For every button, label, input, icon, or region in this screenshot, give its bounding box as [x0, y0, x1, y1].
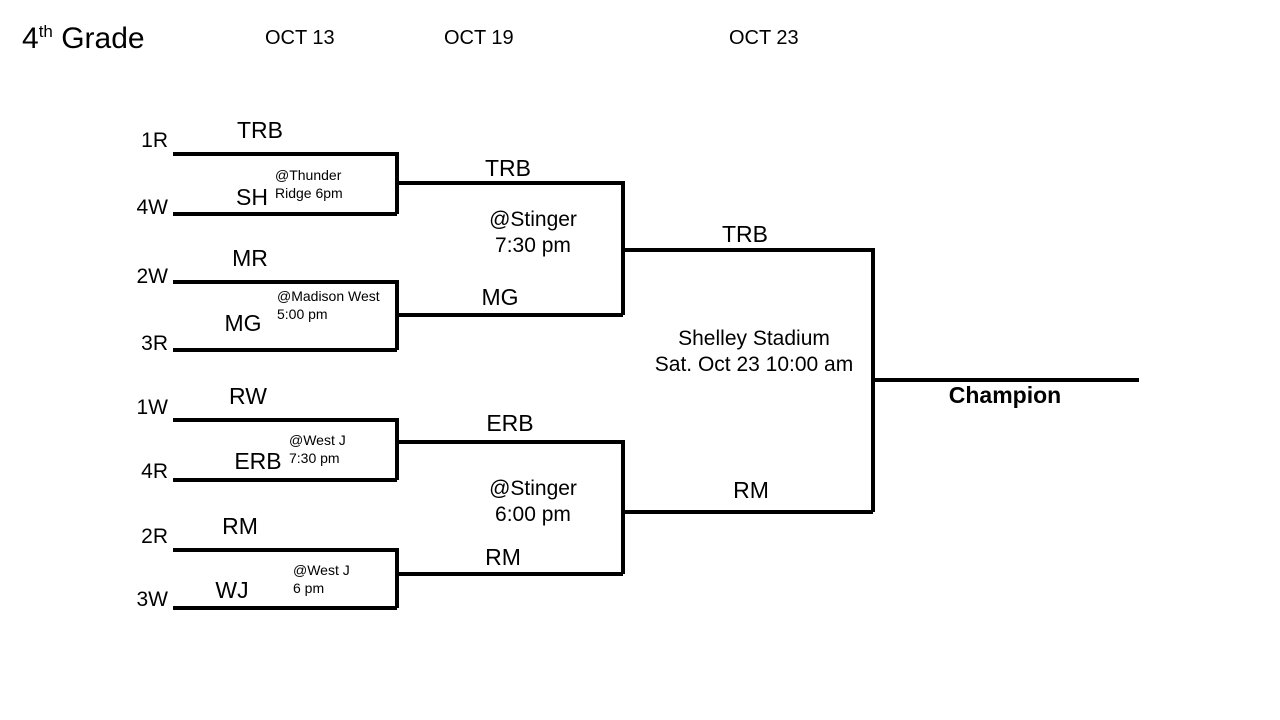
r2-game1-top-line: [395, 181, 623, 185]
r1-game3-venue-line1: @West J: [289, 432, 346, 448]
r1-game1-bottom-line: [173, 212, 397, 216]
champion-line: [871, 378, 1139, 382]
final-bottom-team: RM: [733, 477, 769, 503]
champion-label: Champion: [948, 382, 1062, 408]
r2-game2-bracket-connector: [621, 440, 625, 574]
r1-game4-bracket-connector: [395, 548, 399, 608]
r1-game3-bottom-team: ERB: [234, 448, 282, 474]
r1-game4-top-line: [173, 548, 397, 552]
r2-game2-venue-line1: @Stinger: [489, 477, 577, 500]
r1-game4-bottom-team: WJ: [215, 577, 249, 603]
r1-game1-bottom-team: SH: [236, 184, 268, 210]
r2-game1-top-team: TRB: [485, 155, 531, 181]
r1-game3-top-seed: 1W: [136, 396, 169, 419]
r2-game2-venue-line2: 6:00 pm: [495, 502, 571, 526]
r1-game2-venue: @Madison West 5:00 pm: [277, 288, 402, 324]
final-top-team: TRB: [722, 221, 768, 247]
final-venue: Shelley Stadium Sat. Oct 23 10:00 am: [636, 326, 872, 377]
r1-game3-top-team: RW: [229, 383, 267, 409]
r1-game3-venue-line2: 7:30 pm: [289, 449, 340, 466]
grade-ordinal: th: [38, 22, 53, 41]
r2-game2-bottom-team: RM: [485, 544, 521, 570]
r2-game2-top-line: [395, 440, 623, 444]
r1-game2-top-line: [173, 280, 397, 284]
r1-game1-top-seed: 1R: [141, 129, 168, 152]
r1-game2-top-team: MR: [232, 245, 268, 271]
r1-game3-bracket-connector: [395, 418, 399, 480]
grade-suffix: Grade: [52, 22, 145, 55]
r1-game2-venue-line1: @Madison West: [277, 288, 380, 304]
round-1-date: OCT 13: [265, 27, 335, 49]
r1-game4-top-team: RM: [222, 513, 258, 539]
r1-game1-bottom-seed: 4W: [136, 196, 169, 219]
r1-game2-bottom-team: MG: [224, 310, 262, 336]
final-top-line: [621, 248, 873, 252]
r1-game3-bottom-seed: 4R: [141, 460, 168, 483]
r1-game4-venue-line1: @West J: [293, 562, 350, 578]
r1-game2-venue-line2: 5:00 pm: [277, 305, 328, 322]
r1-game3-top-line: [173, 418, 397, 422]
round-2-date: OCT 19: [444, 27, 514, 49]
r2-game2-bottom-line: [395, 572, 623, 576]
final-venue-line2: Sat. Oct 23 10:00 am: [654, 352, 854, 376]
r1-game4-venue-line2: 6 pm: [293, 579, 325, 596]
r2-game1-venue-line2: 7:30 pm: [495, 233, 571, 257]
r1-game2-bottom-line: [173, 348, 397, 352]
r1-game4-bottom-seed: 3W: [136, 588, 169, 611]
final-bottom-line: [621, 510, 873, 514]
page-title: 4th Grade: [22, 22, 145, 56]
r1-game4-bottom-line: [173, 606, 397, 610]
r1-game4-venue: @West J 6 pm: [293, 562, 403, 598]
r1-game2-top-seed: 2W: [136, 265, 169, 288]
grade-number: 4: [22, 22, 39, 55]
final-venue-line1: Shelley Stadium: [678, 327, 830, 350]
r1-game3-venue: @West J 7:30 pm: [289, 432, 399, 468]
r2-game1-bottom-team: MG: [481, 284, 519, 310]
r2-game1-venue: @Stinger 7:30 pm: [448, 207, 618, 258]
r2-game2-venue: @Stinger 6:00 pm: [448, 476, 618, 527]
r1-game1-venue: @Thunder Ridge 6pm: [275, 167, 397, 203]
r2-game1-venue-line1: @Stinger: [489, 208, 577, 231]
r1-game1-top-team: TRB: [237, 117, 283, 143]
r1-game1-venue-line2: Ridge 6pm: [275, 184, 343, 201]
r2-game1-bottom-line: [395, 313, 623, 317]
r2-game2-top-team: ERB: [486, 410, 534, 436]
r1-game3-bottom-line: [173, 478, 397, 482]
r1-game4-top-seed: 2R: [141, 525, 168, 548]
r1-game2-bottom-seed: 3R: [141, 332, 168, 355]
round-3-date: OCT 23: [729, 27, 799, 49]
r1-game1-top-line: [173, 152, 397, 156]
r1-game1-venue-line1: @Thunder: [275, 167, 342, 183]
